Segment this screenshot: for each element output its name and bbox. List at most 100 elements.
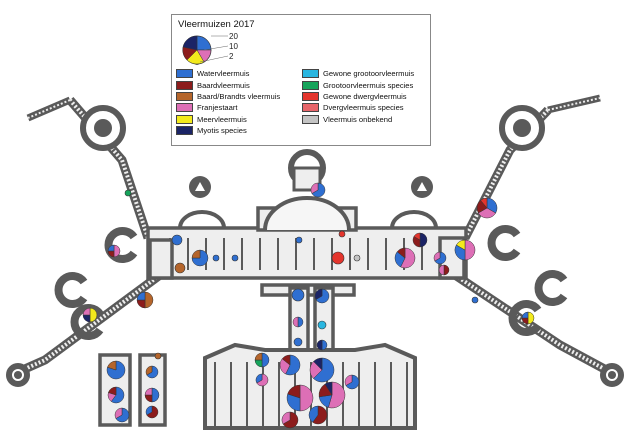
bat-count-pie xyxy=(212,254,220,262)
legend-item-baardvleermuis: Baardvleermuis xyxy=(176,79,280,90)
legend-item-meervleermuis: Meervleermuis xyxy=(176,114,280,125)
left-arch xyxy=(178,210,226,229)
pie-slice xyxy=(146,405,159,419)
pie-slice xyxy=(281,354,291,366)
bat-count-pie xyxy=(291,288,305,302)
pie-slice xyxy=(310,182,319,194)
pie-slice xyxy=(124,189,132,197)
bat-count-pie xyxy=(286,384,314,412)
bat-count-pie xyxy=(471,296,479,304)
swatch-watervleermuis xyxy=(176,69,193,79)
pie-slice xyxy=(324,381,333,396)
size-label-20: 20 xyxy=(229,32,238,41)
legend-item-grootoor-species: Grootoorvleermuis species xyxy=(302,79,414,90)
pie-slice xyxy=(144,387,153,396)
pie-slice xyxy=(527,311,535,325)
pie-slice xyxy=(110,386,125,404)
bat-count-pie xyxy=(106,360,126,380)
pie-slice xyxy=(89,307,98,323)
bat-markers xyxy=(82,182,535,429)
legend-column-left: Watervleermuis Baardvleermuis Baard/Bran… xyxy=(176,68,280,136)
bat-count-pie xyxy=(308,405,328,425)
bat-count-pie xyxy=(310,182,326,198)
outpost-right-triangle-icon xyxy=(417,182,427,191)
pie-slice xyxy=(146,365,159,379)
bat-count-pie xyxy=(438,264,450,276)
pie-slice xyxy=(317,320,327,330)
lunette-left-inner xyxy=(104,227,138,263)
swatch-meervleermuis xyxy=(176,114,193,124)
bat-count-pie xyxy=(316,339,328,351)
bat-count-pie xyxy=(145,365,159,379)
pie-slice xyxy=(396,247,406,259)
bat-count-pie xyxy=(295,236,303,244)
pie-slice xyxy=(144,291,154,309)
legend-item-myotis: Myotis species xyxy=(176,125,280,136)
pie-slice xyxy=(299,384,314,412)
lunette-right-inner xyxy=(487,225,521,261)
wall-lower-right xyxy=(452,271,613,376)
bat-count-pie xyxy=(318,381,346,409)
pie-slice xyxy=(145,405,153,416)
pie-slice xyxy=(287,384,301,399)
pie-slice xyxy=(212,254,220,262)
bat-count-pie xyxy=(154,352,162,360)
pie-slice xyxy=(292,316,299,328)
bat-count-pie xyxy=(231,254,239,262)
bat-count-pie xyxy=(353,254,361,262)
pie-slice xyxy=(114,407,123,419)
outpost-left-triangle-icon xyxy=(195,182,205,191)
bat-count-pie xyxy=(292,316,304,328)
pie-slice xyxy=(316,339,323,351)
legend-item-franjestaart: Franjestaart xyxy=(176,102,280,113)
pie-slice xyxy=(413,232,421,241)
legend-item-onbekend: Vleermuis onbekend xyxy=(302,114,414,125)
pie-slice xyxy=(285,354,301,376)
swatch-dverg-species xyxy=(302,103,319,113)
pie-slice xyxy=(328,381,346,409)
pie-slice xyxy=(293,337,303,347)
bat-count-pie xyxy=(124,189,132,197)
pie-slice xyxy=(321,339,328,351)
pie-slice xyxy=(312,405,328,425)
bat-count-pie xyxy=(136,291,154,309)
pie-slice xyxy=(471,296,479,304)
bat-count-pie xyxy=(338,230,346,238)
pie-slice xyxy=(113,244,121,258)
pie-slice xyxy=(115,407,130,423)
swatch-gewone-dwerg xyxy=(302,91,319,101)
swatch-baard-brandts xyxy=(176,91,193,101)
pie-slice xyxy=(434,251,447,265)
legend-title: Vleermuizen 2017 xyxy=(178,19,255,30)
bastion-lower-right-core xyxy=(607,370,617,380)
pie-slice xyxy=(295,236,303,244)
central-dome xyxy=(263,196,351,231)
pie-slice xyxy=(151,387,160,403)
pie-slice xyxy=(353,254,361,262)
bat-count-pie xyxy=(254,352,270,368)
wall-upper-right-end-corridor xyxy=(547,97,601,111)
swatch-baardvleermuis xyxy=(176,80,193,90)
bat-count-pie xyxy=(279,354,301,376)
bat-count-pie xyxy=(144,387,160,403)
bat-count-pie xyxy=(171,234,183,246)
legend-column-right: Gewone grootoorvleermuis Grootoorvleermu… xyxy=(302,68,414,125)
pie-slice xyxy=(419,232,428,248)
size-key-pie-icon xyxy=(182,35,229,65)
swatch-grootoor-species xyxy=(302,80,319,90)
bat-count-pie xyxy=(281,411,299,429)
pie-slice xyxy=(315,288,330,304)
lunette-lower-right xyxy=(508,300,542,336)
bat-count-pie xyxy=(145,405,159,419)
pie-slice xyxy=(261,352,270,368)
pie-slice xyxy=(191,249,209,267)
pie-slice xyxy=(171,234,183,246)
bastion-upper-left-core xyxy=(94,119,112,137)
bat-count-pie xyxy=(317,320,327,330)
pie-slice xyxy=(107,360,117,371)
pie-slice xyxy=(433,251,441,262)
swatch-gewone-grootoor xyxy=(302,69,319,79)
swatch-franjestaart xyxy=(176,103,193,113)
